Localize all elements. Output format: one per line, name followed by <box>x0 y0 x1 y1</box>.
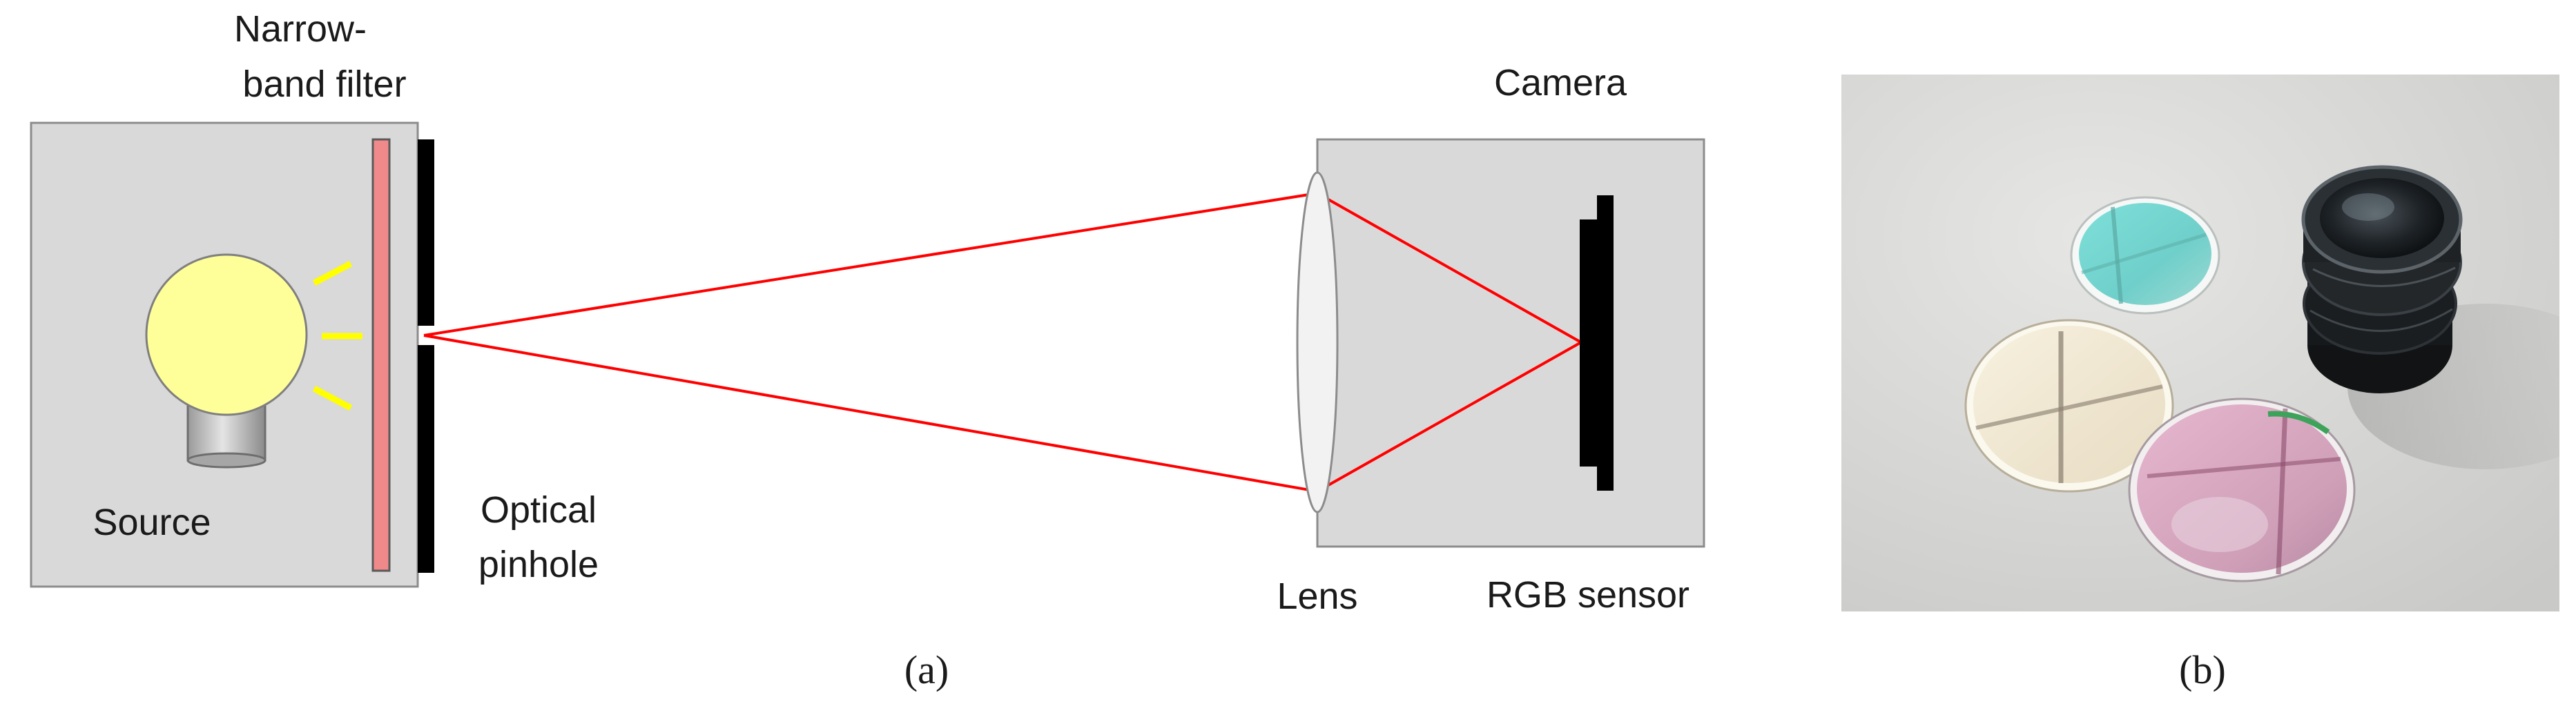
cyan-filter-disc <box>2070 196 2220 315</box>
source-label: Source <box>93 502 211 543</box>
narrow-band-filter-label-line1: Narrow- <box>234 8 367 50</box>
rgb-sensor-label: RGB sensor <box>1486 574 1689 616</box>
narrow-band-filter-label-line2: band filter <box>242 63 406 105</box>
lens-label: Lens <box>1277 576 1357 617</box>
light-bulb <box>145 253 308 416</box>
pink-filter-disc <box>2128 398 2356 582</box>
camera-lens-object <box>2301 165 2463 393</box>
rgb-sensor <box>1580 195 1614 491</box>
photo-filters-and-lens <box>1841 75 2559 611</box>
camera-box <box>1316 138 1705 548</box>
caption-b: (b) <box>2179 647 2226 692</box>
panel-a: Narrow- band filter Camera Source Optica… <box>30 8 1705 692</box>
light-rays-dashes <box>312 261 362 411</box>
panel-b: (b) <box>1841 75 2559 692</box>
cream-filter-disc <box>1964 319 2174 493</box>
optical-pinhole-plate <box>418 139 434 573</box>
optical-pinhole-label-line2: pinhole <box>478 544 599 585</box>
narrow-band-filter <box>371 138 391 572</box>
lens <box>1296 171 1339 513</box>
camera-label: Camera <box>1494 62 1627 104</box>
optical-pinhole-label-line1: Optical <box>481 489 597 531</box>
caption-a: (a) <box>904 647 949 692</box>
light-rays <box>423 192 1582 493</box>
